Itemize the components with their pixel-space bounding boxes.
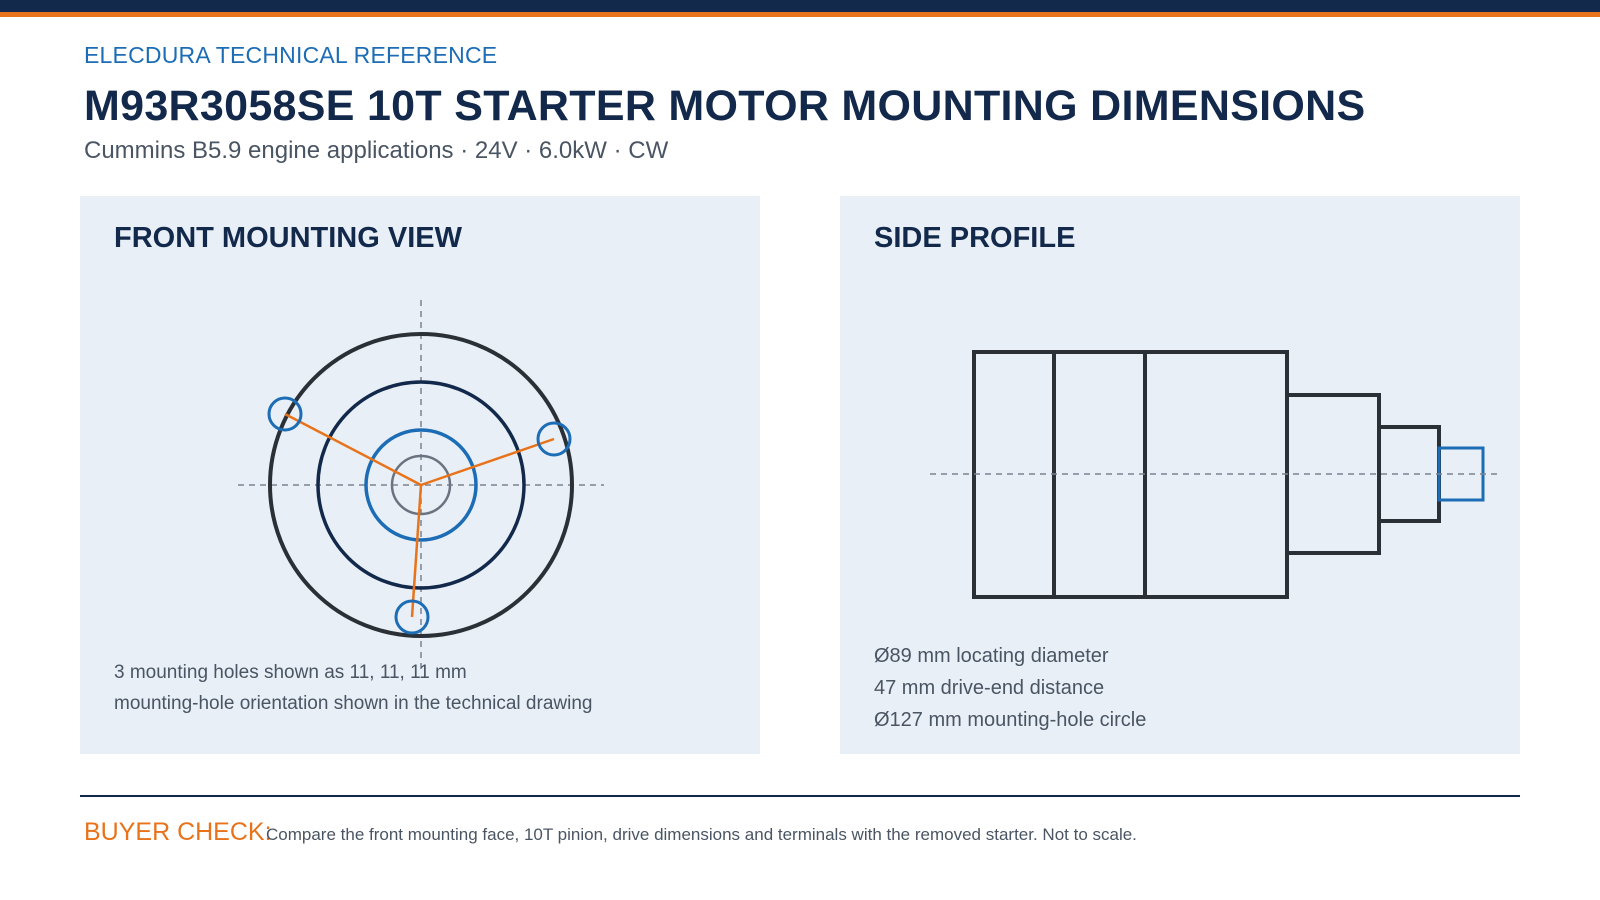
front-mounting-panel: FRONT MOUNTING VIEW 3 mounting holes sho… <box>80 196 760 754</box>
buyer-check-label: BUYER CHECK: <box>84 818 272 846</box>
top-accent-stripe <box>0 12 1600 17</box>
mounting-hole-spoke-bottom <box>410 484 423 618</box>
mounting-hole-right <box>536 421 572 457</box>
front-note-hole-sizes: 3 mounting holes shown as 11, 11, 11 mm <box>114 662 467 683</box>
mounting-hole-spoke-right <box>420 437 555 487</box>
mounting-hole-left <box>267 396 303 432</box>
front-mounting-drawing <box>238 300 604 671</box>
locating-diameter-circle <box>364 428 478 542</box>
front-note-orientation: mounting-hole orientation shown in the t… <box>114 693 593 714</box>
shaft-circle <box>390 454 452 516</box>
side-profile-drawing <box>930 350 1500 599</box>
drive-housing <box>1285 393 1381 555</box>
mounting-hole-spoke-left <box>284 412 422 487</box>
buyer-check-text: Compare the front mounting face, 10T pin… <box>266 825 1137 844</box>
front-panel-title: FRONT MOUNTING VIEW <box>114 222 462 254</box>
top-accent-bar <box>0 0 1600 12</box>
outer-flange-circle <box>268 332 574 638</box>
brand-kicker: ELECDURA TECHNICAL REFERENCE <box>84 42 498 68</box>
page-title: M93R3058SE 10T STARTER MOTOR MOUNTING DI… <box>84 82 1366 130</box>
spec-drive-end-distance: 47 mm drive-end distance <box>874 677 1105 699</box>
page-subtitle: Cummins B5.9 engine applications · 24V ·… <box>84 137 669 164</box>
inner-body-circle <box>316 380 526 590</box>
side-panel-title: SIDE PROFILE <box>874 222 1076 254</box>
spec-locating-diameter: Ø89 mm locating diameter <box>874 645 1109 667</box>
side-profile-panel: SIDE PROFILE Ø89 mm locating diameter 47… <box>840 196 1520 754</box>
spec-mounting-hole-circle: Ø127 mm mounting-hole circle <box>874 709 1147 731</box>
footer-divider <box>80 795 1520 797</box>
mounting-hole-bottom <box>394 599 430 635</box>
